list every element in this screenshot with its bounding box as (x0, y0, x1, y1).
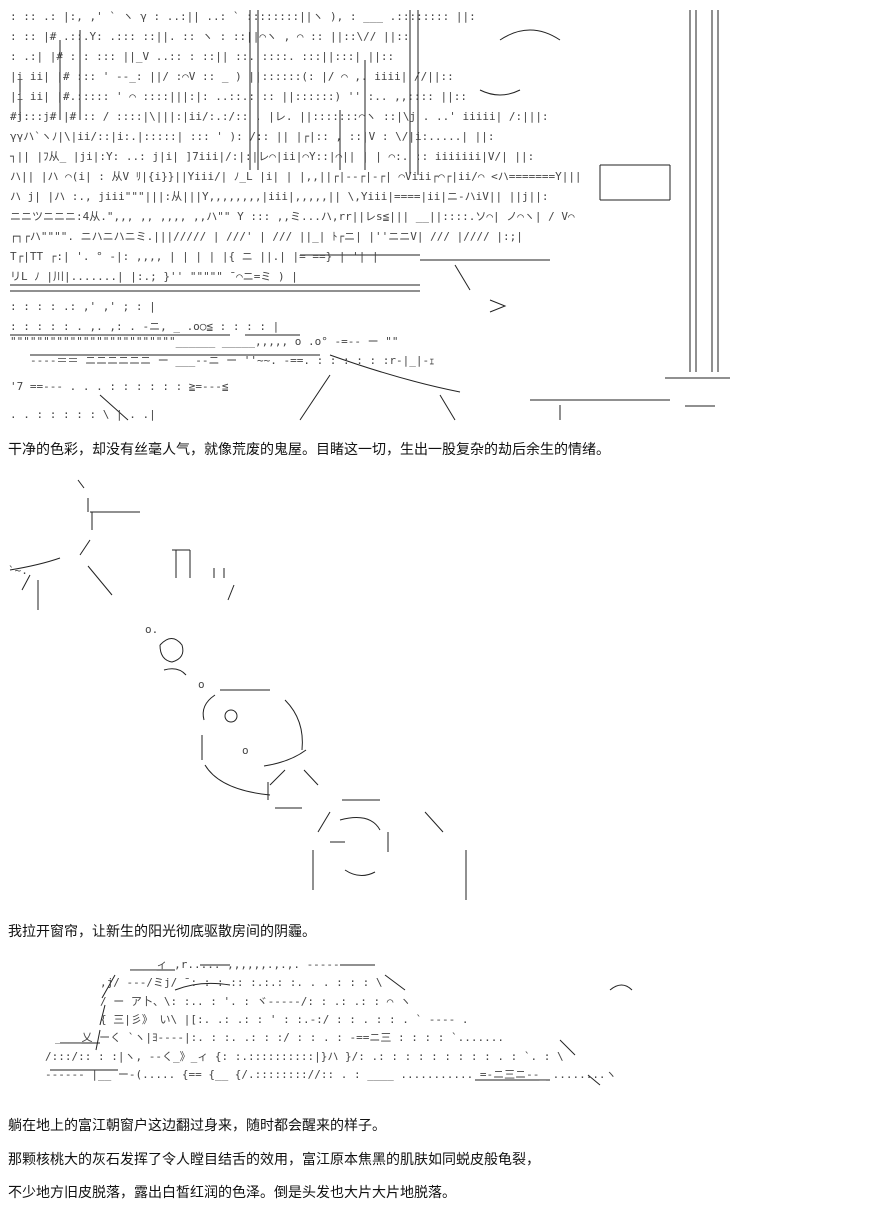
svg-text:o: o (242, 744, 249, 757)
svg-text:----＝＝ ニニニニニニ ー ___--ニ ー ''~~: ----＝＝ ニニニニニニ ー ___--ニ ー ''~~. -==. : : … (30, 354, 435, 367)
ascii-art-sun-figure: `~. o. o o (0, 470, 878, 910)
svg-text:┌┐┌ハ"""". ニハニハニミ.|||///// | /: ┌┐┌ハ"""". ニハニハニミ.|||///// | ///' | /// |… (10, 230, 523, 243)
ascii-art-room-scene: : :: .: |:, ,' ` ヽ γ : ..:|| ..: ` :::::… (0, 0, 878, 428)
svg-text:ハ j| |ハ :., jiii"""|||:从|||Y,,: ハ j| |ハ :., jiii"""|||:从|||Y,,,,,,,,|iii… (10, 190, 548, 203)
svg-text:┐|| |ﾌ从_ |ji|:Y: ..: j|i| ]7: ┐|| |ﾌ从_ |ji|:Y: ..: j|i| ]7iii|/:|:|レ⌒|… (10, 150, 534, 163)
svg-text:------ |__ ー-(..... {== {__: ------ |__ ー-(..... {== {__ {/.::::::::/… (45, 1068, 617, 1081)
svg-text:T┌|TT ┌:| '. ° -|: ,,,, |: T┌|TT ┌:| '. ° -|: ,,,, | | | | |{ ニ ||.… (10, 250, 379, 263)
reclining-figure-drawing: ____ィ ,r..... ,,,,,,.,.,. ----- ,j/ ---/… (45, 958, 633, 1086)
svg-text:ハ|| |ハ ⌒(i| : 从V ﾘ|{i}}||Yiii: ハ|| |ハ ⌒(i| : 从V ﾘ|{i}}||Yiii/| ﾉ_L |i| … (10, 170, 582, 183)
caption-5: 不少地方旧皮脱落，露出白皙红润的色泽。倒是头发也大片大片地脱落。 (8, 1185, 456, 1201)
svg-text:: .:| |# : : ::: ||: : .:| |# : : ::: ||_V ..:: : ::|| ::. ::… (10, 50, 394, 63)
ascii-art-reclining-figure: ____ィ ,r..... ,,,,,,.,.,. ----- ,j/ ---/… (0, 950, 878, 1095)
svg-text:/ ー ア卜、\: :.. : '. : ヾ---: / ー ア卜、\: :.. : '. : ヾ-----/: : .: .: : … (100, 995, 411, 1008)
svg-text:: : : :: : : : : .: ,' ,' ; : | (10, 300, 156, 313)
svg-text:. . : : : : : \: . . : : : : : \ | . .| (10, 408, 156, 421)
svg-text:o.: o. (145, 623, 158, 636)
svg-text:ニニツニニニ:4从.",,, ,, ,,,, ,,ハ"": ニニツニニニ:4从.",,, ,, ,,,, ,,ハ"" Y ::: ,,ミ..… (10, 210, 575, 223)
svg-text:|i ii| |#.::::: ' ⌒ ::::|||:: |i ii| |#.::::: ' ⌒ ::::|||:|: ..::.: ::… (10, 90, 467, 103)
svg-text:γγハ`ヽﾉ|\|ii/::|i:.|:::::| ::: γγハ`ヽﾉ|\|ii/::|i:.|:::::| ::: ' ): /:: |… (10, 130, 494, 143)
svg-text:____ィ ,r..... ,,,,,,.,.,. -: ____ィ ,r..... ,,,,,,.,.,. ----- (130, 958, 340, 971)
caption-2: 我拉开窗帘，让新生的阳光彻底驱散房间的阴霾。 (8, 924, 316, 940)
svg-text:,j/ ---/ミj/ ̄ : : : :: :.: ,j/ ---/ミj/ ̄ : : : :: :.:.: :. . . : : … (100, 976, 383, 989)
svg-text:{ 三|彡》 い\ |[:. .: .: : ' :: { 三|彡》 い\ |[:. .: .: : ' : :.-:/ : : . :… (100, 1013, 469, 1026)
svg-text:#j:::j# |# :: / ::::|\|||:|i: #j:::j# |# :: / ::::|\|||:|ii/:.:/:: . |… (10, 110, 549, 123)
svg-text:o: o (198, 678, 205, 691)
svg-text:/:::/:: : :|ヽ, --く_》_ィ {: :.: /:::/:: : :|ヽ, --く_》_ィ {: :.::::::::::|}… (45, 1050, 564, 1063)
room-scene-drawing: : :: .: |:, ,' ` ヽ γ : ..:|| ..: ` :::::… (10, 10, 730, 421)
svg-text:`~.: `~. (8, 564, 28, 577)
svg-text:: :: |# .::.Y: .::: :: : :: |# .::.Y: .::: ::||. :: ヽ : ::||⌒ヽ … (10, 30, 410, 43)
sun-figure-drawing: `~. o. o o (8, 479, 467, 900)
caption-1: 干净的色彩，却没有丝毫人气，就像荒废的鬼屋。目睹这一切，生出一股复杂的劫后余生的… (8, 442, 610, 458)
svg-text:____乂 ーく `ヽ|ﾖ----|:. : :.: ____乂 ーく `ヽ|ﾖ----|:. : :. .: : :/ : : . … (55, 1031, 504, 1044)
svg-text:: : : : : . ,: : : : : : . ,. ,: . -ニ, _ .o○≦ : : : : | (10, 320, 279, 333)
svg-text:|i ii| |# ::: ' --_: ||/: |i ii| |# ::: ' --_: ||/ :⌒V :: _ ) ||::… (10, 70, 454, 83)
caption-4: 那颗核桃大的灰石发挥了令人瞠目结舌的效用，富江原本焦黑的肌肤如同蜕皮般龟裂， (8, 1152, 540, 1168)
svg-text:リL ﾉ |川|.......| |:.; }'': リL ﾉ |川|.......| |:.; }'' """"" ̄ ⌒ニ=ミ )… (10, 270, 298, 283)
caption-3: 躺在地上的富江朝窗户这边翻过身来，随时都会醒来的样子。 (8, 1118, 386, 1134)
svg-text:'7 ==--- . . . : : : : : :: '7 ==--- . . . : : : : : : ≧=---≦ (10, 380, 229, 393)
svg-text:: :: .: |:, ,' ` ヽ γ : .: : :: .: |:, ,' ` ヽ γ : ..:|| ..: ` :::::… (10, 10, 476, 23)
svg-text:"""""""""""""""""""""""""_____: """""""""""""""""""""""""______ _____,,,… (10, 335, 399, 348)
